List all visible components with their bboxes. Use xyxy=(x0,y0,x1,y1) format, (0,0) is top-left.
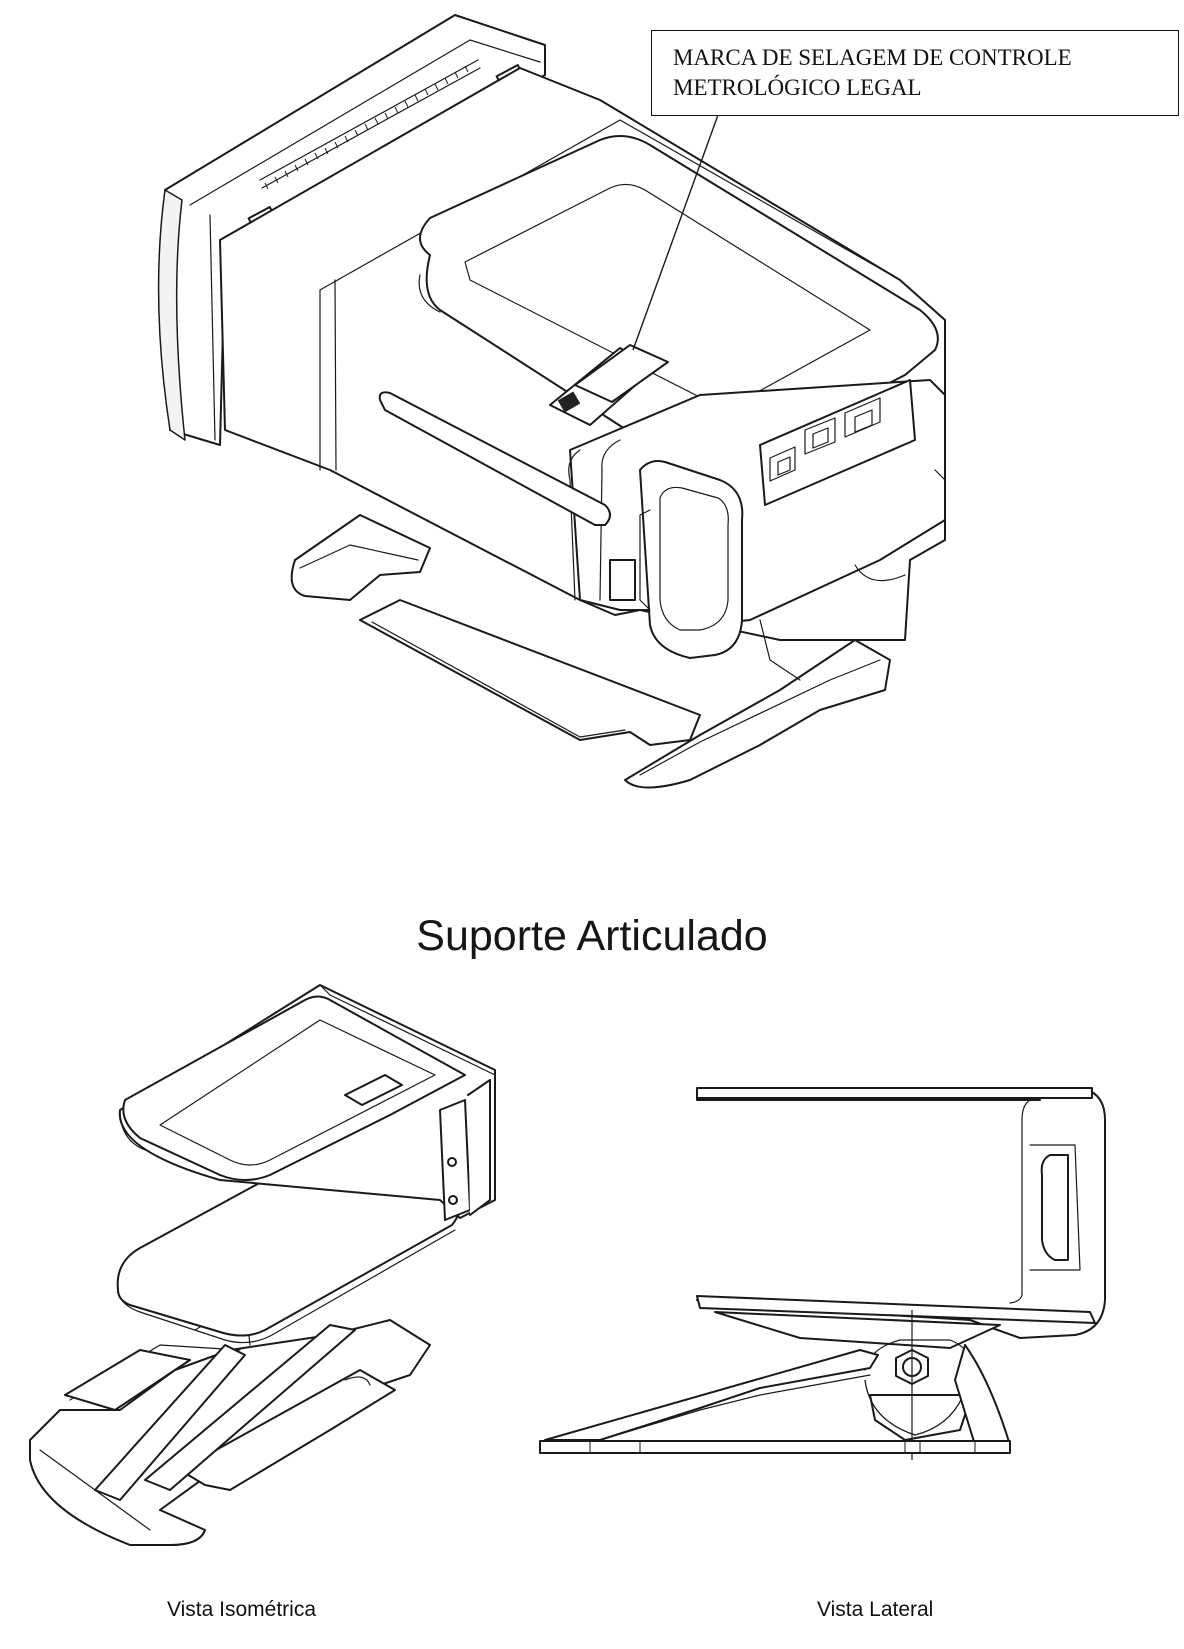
callout-line-1: MARCA DE SELAGEM DE CONTROLE xyxy=(673,45,1072,70)
callout-line-2: METROLÓGICO LEGAL xyxy=(673,75,922,100)
section-title: Suporte Articulado xyxy=(416,912,768,960)
sealing-mark-callout: MARCA DE SELAGEM DE CONTROLE METROLÓGICO… xyxy=(651,30,1179,116)
isometric-view-caption: Vista Isométrica xyxy=(167,1598,316,1621)
lateral-view-caption: Vista Lateral xyxy=(817,1598,934,1621)
printer-device-illustration xyxy=(157,14,946,789)
